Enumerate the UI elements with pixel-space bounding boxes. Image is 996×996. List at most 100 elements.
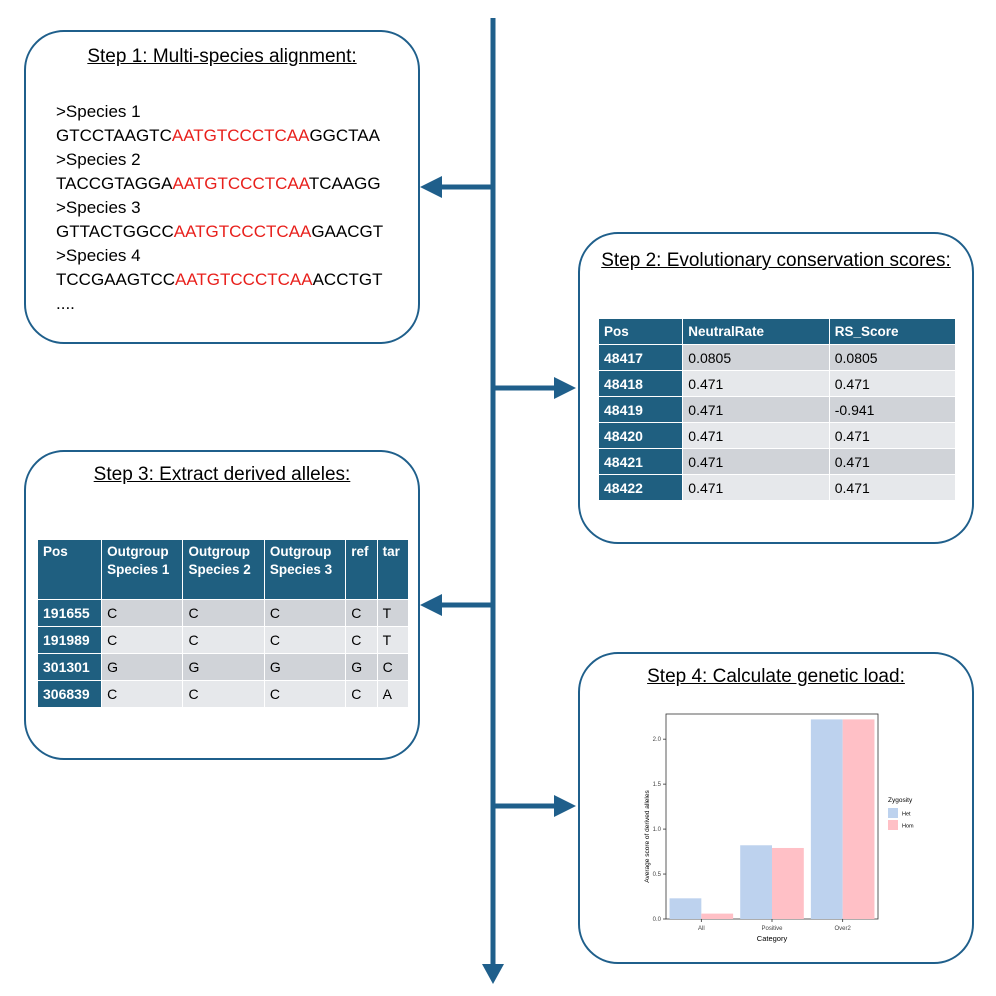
sequence-flank: TCCGAAGTCC bbox=[56, 270, 175, 289]
bar-het-positive bbox=[740, 845, 772, 919]
column-header: Pos bbox=[597, 318, 684, 345]
bar-het-all bbox=[669, 898, 702, 919]
step1-panel: Step 1: Multi-species alignment: >Specie… bbox=[24, 30, 420, 344]
allele-cell: G bbox=[263, 653, 347, 681]
column-header-line: Outgroup bbox=[107, 544, 169, 559]
x-axis-label: Category bbox=[757, 934, 788, 943]
value-cell: -0.941 bbox=[828, 396, 957, 423]
value-cell: 0.471 bbox=[828, 448, 957, 475]
alignment-block: >Species 1 GTCCTAAGTCAATGTCCCTCAAGGCTAA >S… bbox=[56, 100, 383, 316]
legend-swatch-hom bbox=[888, 820, 898, 830]
column-header-line: Pos bbox=[43, 544, 68, 559]
column-header-line: Species 2 bbox=[188, 562, 251, 577]
value-cell: 0.471 bbox=[828, 370, 957, 397]
allele-cell: C bbox=[263, 626, 347, 654]
step2-title: Step 2: Evolutionary conservation scores… bbox=[601, 250, 951, 271]
sequence-line: GTCCTAAGTCAATGTCCCTCAAGGCTAA bbox=[56, 124, 383, 148]
conserved-region: AATGTCCCTCAA bbox=[175, 270, 313, 289]
sequence-flank: ACCTGT bbox=[312, 270, 383, 289]
sequence-flank: GTTACTGGCC bbox=[56, 222, 174, 241]
y-tick-label: 1.0 bbox=[653, 827, 662, 833]
value-cell: 0.471 bbox=[682, 448, 830, 475]
allele-cell: C bbox=[101, 599, 184, 627]
allele-cell: C bbox=[182, 599, 265, 627]
bar-hom-positive bbox=[772, 847, 804, 919]
species-header: >Species 1 bbox=[56, 102, 141, 121]
allele-cell: C bbox=[101, 626, 184, 654]
step4-panel: Step 4: Calculate genetic load: All Posit… bbox=[578, 652, 974, 964]
sequence-flank: TACCGTAGGA bbox=[56, 174, 173, 193]
column-header-line: Outgroup bbox=[269, 544, 332, 559]
value-cell: 0.471 bbox=[682, 370, 830, 397]
column-header: tar bbox=[376, 539, 410, 600]
x-tick-label: All bbox=[698, 926, 705, 932]
species-header: >Species 3 bbox=[56, 198, 141, 217]
allele-cell: C bbox=[182, 680, 265, 708]
position-cell: 301301 bbox=[36, 653, 103, 681]
column-header: RS_Score bbox=[828, 318, 957, 345]
allele-cell: C bbox=[101, 680, 184, 708]
sequence-flank: TCAAGG bbox=[308, 174, 381, 193]
step1-title: Step 1: Multi-species alignment: bbox=[87, 46, 357, 67]
position-cell: 191989 bbox=[36, 626, 103, 654]
position-cell: 48418 bbox=[597, 370, 684, 397]
allele-cell: C bbox=[345, 626, 378, 654]
legend-label-het: Het bbox=[902, 812, 911, 818]
value-cell: 0.471 bbox=[828, 422, 957, 449]
position-cell: 48421 bbox=[597, 448, 684, 475]
column-header-line: ref bbox=[351, 544, 369, 559]
bar-hom-all bbox=[701, 913, 734, 919]
conserved-region: AATGTCCCTCAA bbox=[172, 174, 309, 193]
value-cell: 0.471 bbox=[682, 396, 830, 423]
position-cell: 48420 bbox=[597, 422, 684, 449]
step3-title: Step 3: Extract derived alleles: bbox=[93, 464, 351, 485]
y-tick-label: 2.0 bbox=[653, 737, 662, 743]
allele-cell: T bbox=[376, 599, 410, 627]
sequence-line: TACCGTAGGAAATGTCCCTCAATCAAGG bbox=[56, 172, 383, 196]
allele-cell: C bbox=[182, 626, 265, 654]
main-flow-arrowhead bbox=[482, 964, 504, 984]
legend-title: Zygosity bbox=[888, 797, 913, 804]
allele-cell: G bbox=[101, 653, 184, 681]
column-header-line: tar bbox=[382, 544, 400, 559]
sequence-flank: GAACGT bbox=[311, 222, 384, 241]
step4-title: Step 4: Calculate genetic load: bbox=[647, 666, 905, 687]
value-cell: 0.471 bbox=[682, 422, 830, 449]
value-cell: 0.471 bbox=[828, 474, 957, 501]
allele-cell: G bbox=[182, 653, 265, 681]
column-header-line: Species 1 bbox=[107, 562, 170, 577]
allele-cell: C bbox=[376, 653, 410, 681]
position-cell: 306839 bbox=[36, 680, 103, 708]
value-cell: 0.0805 bbox=[682, 344, 830, 371]
sequence-flank: GTCCTAAGTC bbox=[56, 126, 172, 145]
position-cell: 48417 bbox=[597, 344, 684, 371]
x-tick-label: Positive bbox=[761, 926, 783, 932]
allele-cell: G bbox=[345, 653, 378, 681]
position-cell: 48419 bbox=[597, 396, 684, 423]
allele-cell: A bbox=[376, 680, 410, 708]
value-cell: 0.0805 bbox=[828, 344, 957, 371]
column-header-line: Species 3 bbox=[269, 562, 333, 577]
sequence-line: TCCGAAGTCCAATGTCCCTCAAACCTGT bbox=[56, 268, 383, 292]
sequence-line: GTTACTGGCCAATGTCCCTCAAGAACGT bbox=[56, 220, 383, 244]
allele-cell: C bbox=[263, 599, 347, 627]
legend-label-hom: Hom bbox=[902, 824, 914, 830]
x-tick-label: Over2 bbox=[834, 926, 851, 932]
allele-cell: C bbox=[263, 680, 347, 708]
column-header: ref bbox=[345, 539, 378, 600]
species-header: >Species 2 bbox=[56, 150, 141, 169]
y-tick-label: 1.5 bbox=[653, 782, 662, 788]
